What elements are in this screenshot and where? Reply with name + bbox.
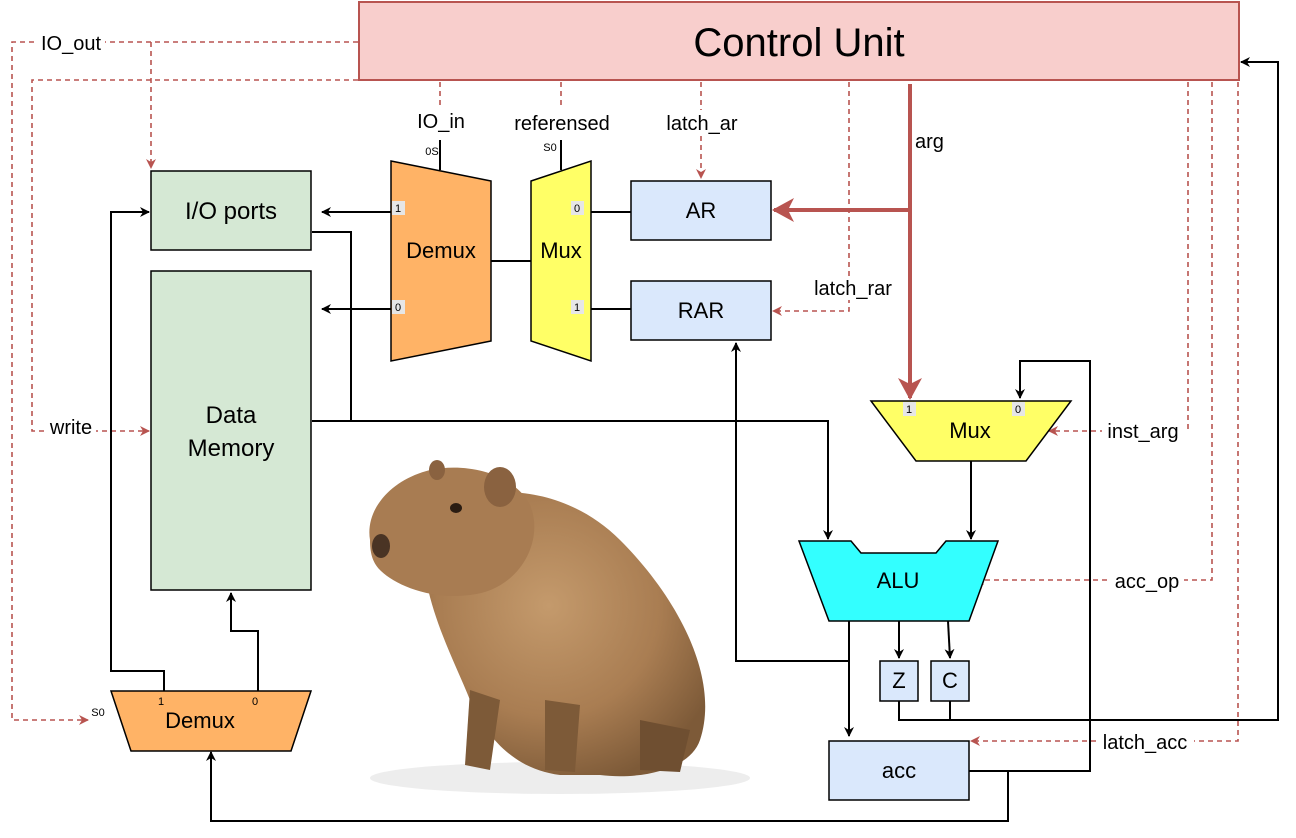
- inst-arg-label: inst_arg: [1107, 421, 1178, 443]
- alu-block: [797, 540, 1000, 622]
- demux-top-block: [390, 160, 492, 362]
- latch-acc-line: [970, 82, 1239, 746]
- write-label: write: [49, 417, 92, 439]
- demux-bottom-pin1: 1: [158, 696, 164, 708]
- c-flag-label: C: [942, 668, 958, 693]
- demux-top-pin1: 1: [395, 203, 401, 215]
- demux-bottom-pin0: 0: [252, 696, 258, 708]
- io-ports-label: I/O ports: [185, 198, 277, 225]
- latch-ar-label-bg: [661, 110, 741, 134]
- mux-top-label: Mux: [540, 238, 582, 263]
- latch-acc-label: latch_acc: [1103, 732, 1188, 754]
- demux-bottom-select-pin: S0: [91, 707, 104, 719]
- control-unit-label: Control Unit: [693, 21, 904, 65]
- acc-label: acc: [882, 758, 916, 783]
- inst-arg-line: [1048, 82, 1189, 436]
- io-output-wire: [312, 231, 352, 421]
- capybara-illustration: [369, 460, 750, 794]
- acc-op-label-bg: [1110, 569, 1184, 593]
- demux-top-label: Demux: [406, 238, 476, 263]
- data-memory-label-line1: Data: [206, 402, 257, 429]
- io-out-line: [11, 41, 358, 725]
- demux-bottom-to-io-wire: [110, 207, 165, 693]
- io-out-label-bg: [37, 32, 105, 54]
- demux-bottom-to-memory-wire: [226, 592, 259, 693]
- latch-ar-label: latch_ar: [666, 113, 737, 135]
- write-line: [31, 79, 358, 436]
- demux-top-select-pin: 0S: [425, 146, 438, 158]
- control-unit-block: [358, 1, 1240, 81]
- mux-top-pin1-box: [571, 300, 584, 314]
- mux-alu-label: Mux: [949, 418, 991, 443]
- demux-top-pin1-box: [392, 201, 405, 215]
- io-in-label: IO_in: [417, 111, 465, 133]
- mux-alu-pin1-box: [903, 402, 916, 416]
- demux-top-pin0: 0: [395, 302, 401, 314]
- io-ports-block: [150, 170, 312, 251]
- demux-top-pin0-box: [392, 300, 405, 314]
- ar-register: [630, 180, 772, 241]
- ar-label: AR: [686, 198, 717, 223]
- latch-rar-line: [772, 82, 850, 316]
- write-label-bg: [46, 416, 96, 440]
- latch-acc-label-bg: [1096, 730, 1194, 754]
- acc-register: [828, 740, 970, 801]
- data-memory-label-line2: Memory: [188, 435, 275, 462]
- c-flag-register: [930, 660, 970, 702]
- alu-to-rar-wire: [731, 342, 849, 662]
- mux-top-pin0: 0: [574, 203, 580, 215]
- alu-label: ALU: [877, 568, 920, 593]
- alu-to-c-wire: [944, 620, 955, 659]
- demux-bottom-block: [109, 690, 313, 752]
- referensed-label: referensed: [514, 113, 610, 135]
- mux-top-pin0-box: [571, 201, 584, 215]
- acc-feedback-wire: [969, 360, 1091, 772]
- latch-rar-label-bg: [808, 276, 898, 300]
- z-flag-label: Z: [892, 668, 905, 693]
- data-memory-block: [150, 270, 312, 591]
- flags-to-control-wire: [898, 57, 1279, 721]
- acc-op-label: acc_op: [1115, 571, 1180, 593]
- io-out-label: IO_out: [41, 33, 101, 55]
- latch-rar-label: latch_rar: [814, 278, 892, 300]
- referensed-label-bg: [508, 110, 616, 134]
- demux-bottom-label: Demux: [165, 708, 235, 733]
- mux-top-select-pin: S0: [543, 142, 556, 154]
- mux-alu-pin0-box: [1012, 402, 1025, 416]
- inst-arg-label-bg: [1102, 419, 1186, 443]
- mux-alu-pin0: 0: [1015, 404, 1021, 416]
- acc-op-line: [974, 82, 1213, 585]
- arg-label: arg: [915, 131, 944, 153]
- z-flag-register: [879, 660, 919, 702]
- memory-to-alu-wire: [312, 420, 833, 540]
- rar-register: [630, 280, 772, 341]
- acc-to-demux-wire: [206, 751, 1009, 822]
- mux-alu-pin1: 1: [906, 404, 912, 416]
- mux-top-pin1: 1: [574, 302, 580, 314]
- rar-label: RAR: [678, 298, 724, 323]
- io-in-label-bg: [410, 108, 472, 132]
